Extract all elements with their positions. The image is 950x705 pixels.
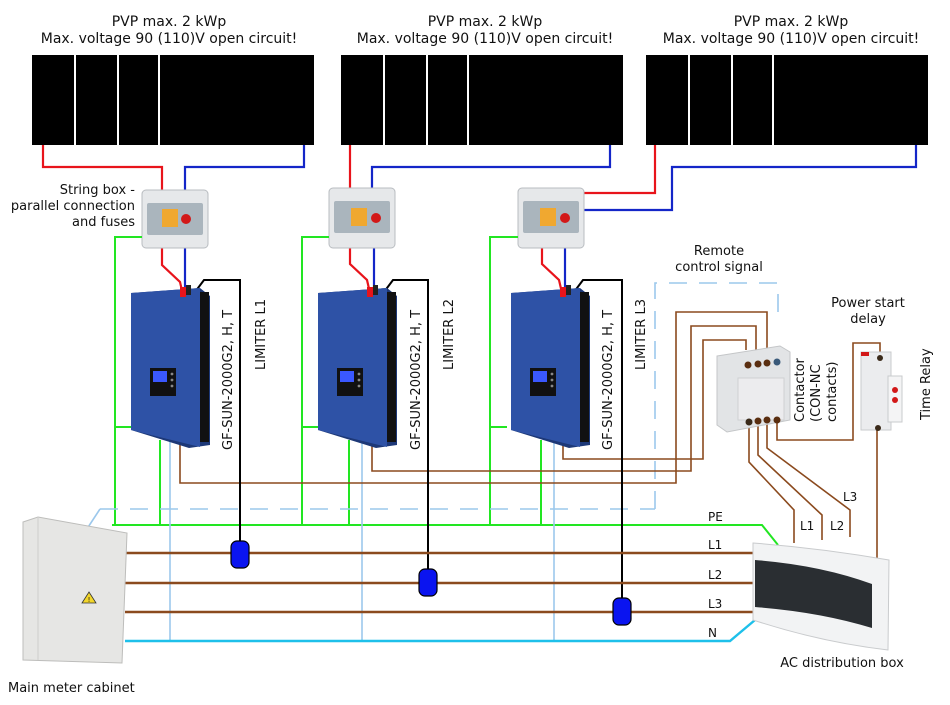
ac-distribution-box — [752, 542, 890, 651]
panel-3-title-line2: Max. voltage 90 (110)V open circuit! — [663, 31, 920, 47]
limiter-clamp-l1 — [230, 540, 250, 569]
time-relay — [860, 351, 903, 431]
control-wiring — [179, 311, 881, 558]
inverter-2-model: GF-SUN-2000G2, H, T — [409, 310, 424, 450]
inverter-1-model: GF-SUN-2000G2, H, T — [221, 310, 236, 450]
bus-label-l1: L1 — [708, 538, 722, 552]
dc-negative-wire-3 — [582, 145, 918, 212]
dc-positive-wire-1b — [160, 248, 185, 296]
inverter-1 — [131, 285, 210, 448]
bus-label-l2: L2 — [708, 568, 722, 582]
inverter-1-limiter: LIMITER L1 — [254, 299, 269, 370]
string-box-2 — [328, 187, 396, 249]
panel-1-title-line1: PVP max. 2 kWp — [112, 14, 227, 30]
panel-2-title-line1: PVP max. 2 kWp — [428, 14, 543, 30]
main-meter-cabinet: ! — [22, 516, 128, 664]
dc-positive-wire-2b — [348, 248, 372, 294]
remote-control-label-line2: control signal — [675, 260, 763, 275]
contactor-label-line2: (CON-NC — [809, 364, 824, 422]
bus-label-n: N — [708, 626, 717, 640]
contactor-label-line1: Contactor — [793, 357, 808, 422]
dc-positive-wire-3b — [540, 248, 564, 294]
main-meter-label: Main meter cabinet — [8, 681, 135, 696]
contactor-label-line3: contacts) — [825, 362, 840, 423]
power-start-label-line2: delay — [850, 312, 886, 327]
contactor — [716, 345, 791, 433]
string-box-3 — [517, 187, 585, 249]
string-box-label-line3: and fuses — [72, 215, 135, 230]
contactor-out-label-l2: L2 — [830, 519, 844, 533]
remote-control-label-line1: Remote — [694, 244, 744, 259]
limiter-clamp-l2 — [418, 568, 438, 597]
panel-2-title-line2: Max. voltage 90 (110)V open circuit! — [357, 31, 614, 47]
inverter-3-limiter: LIMITER L3 — [634, 299, 649, 370]
dc-negative-wire-1 — [183, 145, 306, 192]
dc-wiring — [41, 145, 918, 296]
inverter-2-limiter: LIMITER L2 — [442, 299, 457, 370]
pv-panel-2 — [341, 55, 623, 145]
panel-3-title-line1: PVP max. 2 kWp — [734, 14, 849, 30]
inverter-3-model: GF-SUN-2000G2, H, T — [601, 310, 616, 450]
bus-label-pe: PE — [708, 510, 723, 524]
dc-positive-wire-3 — [582, 145, 657, 195]
signal-wiring — [78, 282, 779, 640]
panel-1-title-line2: Max. voltage 90 (110)V open circuit! — [41, 31, 298, 47]
limiter-cables — [194, 279, 623, 606]
svg-text:!: ! — [88, 596, 91, 604]
inverter-2 — [318, 285, 397, 448]
time-relay-label: Time Relay — [919, 348, 934, 421]
bus-n — [125, 619, 756, 643]
string-box-label-line2: parallel connection — [11, 199, 135, 214]
string-box-label-line1: String box - — [60, 183, 136, 198]
string-box-1 — [141, 189, 209, 249]
contactor-out-label-l1: L1 — [800, 519, 814, 533]
dc-positive-wire-1 — [41, 145, 164, 192]
contactor-out-label-l3: L3 — [843, 490, 857, 504]
bus-label-l3: L3 — [708, 597, 722, 611]
inverter-3 — [511, 285, 590, 448]
power-start-label-line1: Power start — [831, 296, 905, 311]
ac-box-label: AC distribution box — [780, 656, 904, 671]
pv-panel-1 — [32, 55, 314, 145]
dc-negative-wire-2 — [370, 145, 612, 190]
ac-bus — [125, 551, 756, 643]
warning-icon — [81, 591, 97, 604]
pv-panel-3 — [646, 55, 928, 145]
limiter-clamp-l3 — [612, 597, 632, 626]
